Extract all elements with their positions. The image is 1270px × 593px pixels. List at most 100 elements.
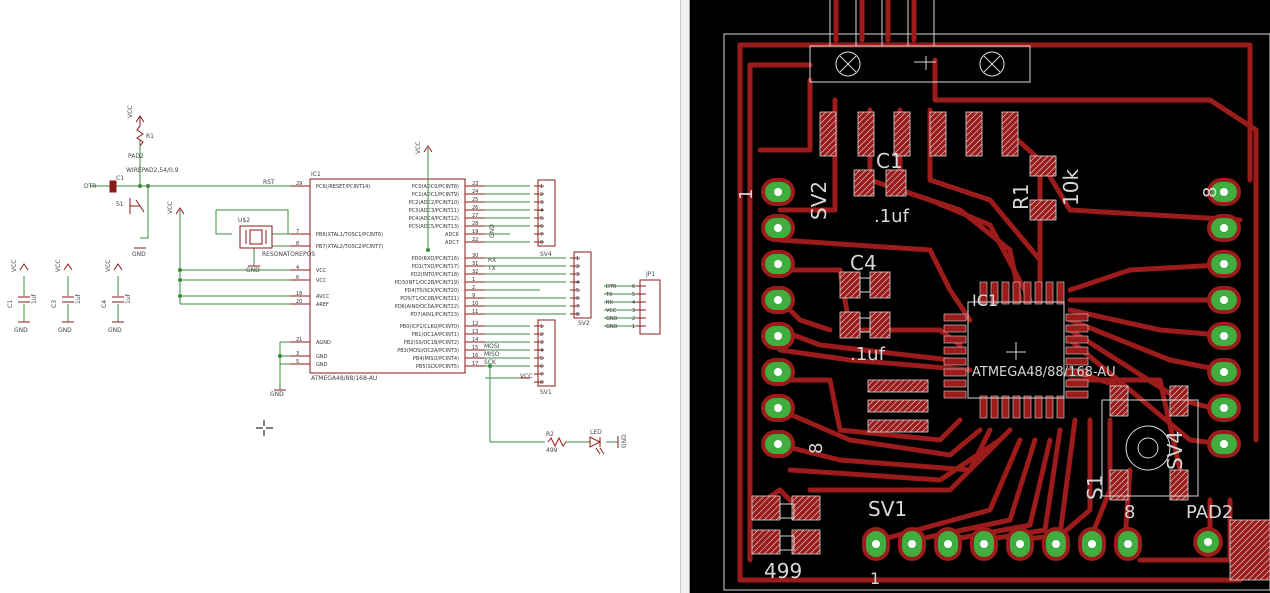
pad-hatch-line <box>857 137 875 155</box>
ic1-right-pin-number: 16 <box>472 353 478 359</box>
ic1-left-pin-label: AVCC <box>316 294 330 300</box>
board-sv2-label: SV2 <box>807 181 831 220</box>
schematic-editor-canvas[interactable]: IC1 ATMEGA48/88/168-AU PC6(/RESET/PCINT1… <box>0 0 680 593</box>
pad-hatch-line <box>1001 131 1019 149</box>
pad-hatch-line <box>1051 215 1057 221</box>
board-editor-canvas[interactable]: SV2 SV1 SV4 C1 .1uf C4 .1uf R1 10k IC1 A… <box>690 0 1270 593</box>
board-drawing: SV2 SV1 SV4 C1 .1uf C4 .1uf R1 10k IC1 A… <box>723 0 1270 591</box>
pad-hatch-line <box>873 399 887 413</box>
gnd-led-label: GND <box>621 434 628 448</box>
pad-hatch-line <box>965 137 983 155</box>
ic1-right-pin-label: PD7(AIN1/PCINT23) <box>410 312 459 318</box>
pad-drill <box>774 440 782 448</box>
pad-hatch-line <box>929 119 947 137</box>
ic1-left-pin-number: 7 <box>296 229 299 235</box>
pad-hatch-line <box>1169 469 1183 483</box>
pad-hatch-line <box>869 311 883 325</box>
ic1-pad <box>979 281 988 305</box>
resonator-label: RESONATOREPOS <box>262 251 315 258</box>
s1-label: S1 <box>116 201 124 208</box>
board-ic1-label: IC1 <box>972 291 998 310</box>
ic1-symbol[interactable]: IC1 ATMEGA48/88/168-AU PC6(/RESET/PCINT1… <box>290 171 485 382</box>
pad-hatch-line <box>839 271 859 291</box>
pad-drill <box>774 404 782 412</box>
pad-hatching <box>751 111 1270 581</box>
pad-hatch-line <box>903 399 917 413</box>
pad-hatch-line <box>867 419 875 427</box>
pad-hatch-line <box>857 119 875 137</box>
ic1-pad <box>1065 313 1089 322</box>
pad-hatch-line <box>1029 155 1043 169</box>
net-mosi-label: MOSI <box>484 343 500 350</box>
pad-hatch-line <box>1169 391 1189 411</box>
ic1-right-pin-number: 13 <box>472 329 478 335</box>
pad-hatch-line <box>857 111 865 119</box>
gnd-c1-label: GND <box>14 327 28 334</box>
pad-drill <box>1088 540 1096 548</box>
ic1-pad <box>1023 395 1032 419</box>
cap-c1-name: C1 <box>7 300 14 308</box>
pad-hatch-line <box>1109 397 1129 417</box>
ic1-left-pin-label: VCC <box>316 278 327 284</box>
sv1-label: SV1 <box>540 389 552 396</box>
pad-hatch-line <box>867 399 881 413</box>
ic1-left-pin-label: PB6(XTAL1/TOSC1/PCINT6) <box>316 232 383 238</box>
ic1-pad <box>1065 379 1089 388</box>
pad-hatch-line <box>885 333 891 339</box>
gnd-resonator-label: GND <box>246 267 260 274</box>
pad-hatch-line <box>791 495 817 521</box>
ic1-right-pin-number: 2 <box>472 285 475 291</box>
ic1-left-pin-number: 6 <box>296 275 299 281</box>
pad-hatch-line <box>1109 391 1129 411</box>
schematic-drawing: IC1 ATMEGA48/88/168-AU PC6(/RESET/PCINT1… <box>7 106 661 455</box>
pad-hatch-line <box>909 419 923 433</box>
board-c4-label: C4 <box>850 251 877 275</box>
pad-hatch-line <box>1115 403 1129 417</box>
net-rst-label: RST <box>263 179 275 186</box>
pad-hatch-line <box>893 137 911 155</box>
pad-hatch-line <box>1109 385 1123 399</box>
pad-hatch-line <box>809 543 821 555</box>
pad-hatch-line <box>939 149 947 157</box>
pad-hatch-line <box>1169 397 1189 417</box>
gnd-c3-label: GND <box>108 327 122 334</box>
header-pin-number: 6 <box>540 224 543 230</box>
pad-hatch-line <box>1229 527 1270 569</box>
header-pin-number: 5 <box>540 216 543 222</box>
ic1-right-pin-number: 28 <box>472 221 478 227</box>
pad-drill <box>774 332 782 340</box>
pad-hatch-line <box>775 515 781 521</box>
ic1-right-pin-label: PB5(SCK/PCINT5) <box>416 364 459 370</box>
jp1-pin-number: 6 <box>632 284 635 290</box>
pad-hatch-line <box>751 529 759 537</box>
vcc-c3-label: VCC <box>105 260 112 272</box>
pad-hatch-line <box>1039 203 1057 221</box>
header-pin-number: 8 <box>540 380 543 386</box>
ic1-pad <box>943 335 967 344</box>
schematic-wires <box>23 140 636 443</box>
ic1-pad <box>1034 281 1043 305</box>
pad-hatch-line <box>929 131 947 149</box>
pad-hatch-line <box>853 173 875 195</box>
ic1-right-pin-number: 25 <box>472 197 478 203</box>
pad-hatch-line <box>893 125 911 143</box>
pad-hatch-line <box>1235 545 1270 581</box>
pad-hatch-line <box>751 529 765 543</box>
pad-hatch-line <box>909 379 923 393</box>
pad-hatch-line <box>1169 469 1177 477</box>
pad-hatch-line <box>893 111 907 125</box>
pad2-label: PAD2 <box>128 153 144 160</box>
vcc-c1-label: VCC <box>11 260 18 272</box>
pad-hatch-line <box>1259 569 1270 581</box>
ic1-right-pin-label: PB0(ICP1/CLKO/PCINT0) <box>400 324 459 330</box>
pad-hatch-line <box>1001 119 1019 137</box>
pad-hatch-line <box>1001 111 1009 119</box>
pad-hatch-line <box>915 399 929 413</box>
pad-hatch-line <box>839 311 853 325</box>
ic1-right-pin-number: 9 <box>472 293 475 299</box>
pad-hatch-line <box>867 379 881 393</box>
pane-splitter[interactable] <box>680 0 690 593</box>
pad-hatch-line <box>869 271 889 291</box>
pad-hatch-line <box>791 495 811 515</box>
pad-hatch-line <box>823 143 837 157</box>
